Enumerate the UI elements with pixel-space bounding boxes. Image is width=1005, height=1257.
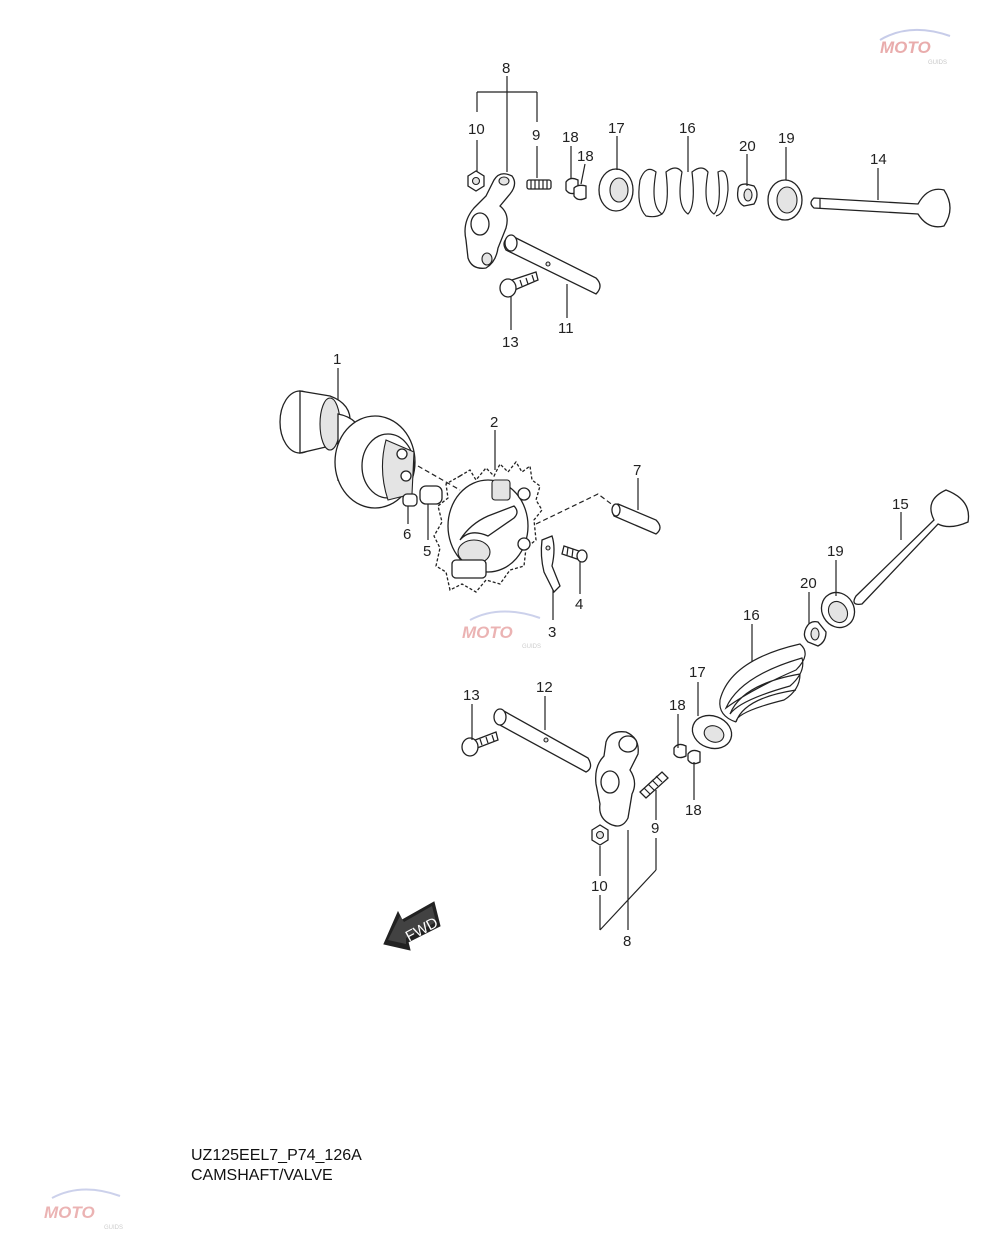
- label-10-bottom: 10: [591, 878, 608, 895]
- label-20-top: 20: [739, 138, 756, 155]
- watermark-logo-center: MOTO GUIDS: [462, 610, 541, 650]
- part-9-screw-bottom: [639, 771, 669, 799]
- part-13-bolt-bottom: [461, 731, 499, 757]
- label-8-bottom: 8: [623, 933, 631, 950]
- label-13-bottom: 13: [463, 687, 480, 704]
- part-19-spring-seat-top: [767, 179, 803, 221]
- label-19-top: 19: [778, 130, 795, 147]
- label-7: 7: [633, 462, 641, 479]
- label-17-top: 17: [608, 120, 625, 137]
- watermark-brand: MOTO: [44, 1203, 95, 1222]
- part-17-retainer-bottom: [691, 714, 733, 750]
- watermark-sub: GUIDS: [104, 1225, 123, 1231]
- part-13-bolt-top: [499, 271, 539, 298]
- watermark-sub: GUIDS: [522, 644, 541, 650]
- label-17-bottom: 17: [689, 664, 706, 681]
- label-2: 2: [490, 414, 498, 431]
- part-2-cam-sprocket: [433, 460, 543, 593]
- part-14-intake-valve: [810, 188, 951, 228]
- label-9-top: 9: [532, 127, 540, 144]
- label-11: 11: [558, 320, 574, 337]
- label-18-top-a: 18: [562, 129, 579, 146]
- label-16-top: 16: [679, 120, 696, 137]
- watermark-brand: MOTO: [462, 623, 513, 642]
- leaders-camshaft: [337, 368, 639, 620]
- label-15: 15: [892, 496, 909, 513]
- part-3-plate: [540, 535, 561, 594]
- drawing-code: UZ125EEL7_P74_126A: [191, 1147, 362, 1164]
- fwd-direction-arrow: FWD: [383, 901, 441, 951]
- label-18-bottom-a: 18: [669, 697, 686, 714]
- part-12-rocker-shaft-bottom: [493, 708, 592, 773]
- part-16-spring-top: [638, 167, 729, 218]
- label-12: 12: [536, 679, 553, 696]
- watermark-logo-top-right: MOTO GUIDS: [879, 28, 951, 66]
- part-1-camshaft: [279, 390, 416, 509]
- label-13-top: 13: [502, 334, 519, 351]
- label-6: 6: [403, 526, 411, 543]
- label-4: 4: [575, 596, 583, 613]
- part-19-spring-seat-bottom: [820, 591, 856, 629]
- label-1: 1: [333, 351, 341, 368]
- part-20-stem-seal-bottom: [803, 620, 827, 647]
- part-10-nut-bottom: [591, 824, 609, 846]
- label-14: 14: [870, 151, 887, 168]
- part-6-pin: [402, 493, 418, 507]
- label-19-bottom: 19: [827, 543, 844, 560]
- leaders-bottom: [471, 512, 902, 931]
- label-5: 5: [423, 543, 431, 560]
- part-20-stem-seal-top: [736, 183, 758, 207]
- label-3: 3: [548, 624, 556, 641]
- watermark-brand: MOTO: [880, 38, 931, 57]
- part-16-spring-bottom: [719, 643, 806, 723]
- label-20-bottom: 20: [800, 575, 817, 592]
- part-7-shaft: [611, 503, 661, 535]
- watermark-logo-bottom-left: MOTO GUIDS: [44, 1188, 123, 1231]
- part-labels: 8 10 9 18 18 17 16 20 19 14 11 13 1 2 7 …: [333, 60, 909, 950]
- bracket-8-top: [476, 76, 538, 178]
- part-15-exhaust-valve: [853, 489, 970, 605]
- part-11-rocker-shaft-top: [503, 234, 601, 295]
- part-4-bolt: [561, 545, 588, 563]
- part-8-rocker-arm-bottom: [595, 731, 639, 827]
- label-16-bottom: 16: [743, 607, 760, 624]
- diagram-title: CAMSHAFT/VALVE: [191, 1167, 333, 1184]
- leaders-top: [510, 136, 879, 330]
- label-8-top: 8: [502, 60, 510, 77]
- alignment-lines-camshaft: [417, 465, 615, 525]
- label-9-bottom: 9: [651, 820, 659, 837]
- part-18-cotter-top: [565, 177, 587, 201]
- part-17-retainer-top: [598, 168, 634, 212]
- label-18-top-b: 18: [577, 148, 594, 165]
- part-5-pin: [419, 485, 443, 505]
- watermark-sub: GUIDS: [928, 60, 947, 66]
- label-18-bottom-b: 18: [685, 802, 702, 819]
- part-18-cotter-bottom: [673, 743, 701, 765]
- label-10-top: 10: [468, 121, 485, 138]
- part-8-rocker-arm-top: [464, 173, 516, 269]
- part-9-screw-top: [526, 179, 552, 190]
- part-10-nut-top: [467, 170, 485, 192]
